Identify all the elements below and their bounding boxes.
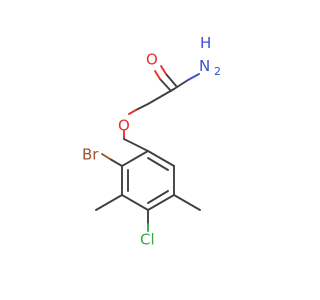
bond-carbonyl-c-o-a bbox=[165, 73, 178, 88]
bond-o-ring bbox=[123, 138, 149, 152]
bond-c3-methyl bbox=[95, 194, 123, 211]
bond-carbonyl-c-o-a-o bbox=[160, 65, 167, 75]
bond-c-br-br bbox=[101, 153, 111, 160]
bond-carbonyl-c-o-b-o bbox=[154, 70, 161, 80]
amide-nitrogen-label: H bbox=[200, 34, 211, 52]
bond-ring-1-2 bbox=[121, 150, 149, 167]
bromine-label: Br bbox=[82, 146, 99, 164]
bond-ring-4-5-inner bbox=[147, 190, 169, 204]
bond-c5-methyl bbox=[173, 194, 201, 211]
bond-carbonyl-c-o-b bbox=[159, 78, 172, 92]
bonds bbox=[95, 65, 201, 232]
bond-c-n bbox=[173, 79, 189, 90]
chlorine-label: Cl bbox=[140, 231, 155, 249]
structure-diagram: H N 2 O O Br Cl bbox=[82, 34, 221, 249]
atom-labels: H N 2 O O Br Cl bbox=[82, 34, 221, 249]
amide-nitrogen-label-symbol: N bbox=[199, 57, 210, 75]
carbonyl-oxygen-label: O bbox=[146, 51, 158, 69]
bond-c-br bbox=[109, 158, 123, 167]
bond-ring-6-1-inner bbox=[147, 157, 169, 171]
bond-ch2-o bbox=[135, 103, 149, 111]
bond-c-n-n bbox=[187, 73, 200, 81]
bond-ring-6-1 bbox=[147, 150, 175, 167]
ether-oxygen-label: O bbox=[118, 117, 130, 135]
molecule-drawing: H N 2 O O Br Cl bbox=[82, 34, 221, 249]
bond-ch2-o-o bbox=[128, 109, 137, 115]
bond-ring-3-4 bbox=[121, 194, 149, 211]
bond-carbonyl-c-ch2 bbox=[147, 88, 175, 105]
bond-ring-4-5 bbox=[147, 194, 175, 211]
amide-nitrogen-subscript: 2 bbox=[214, 65, 221, 78]
